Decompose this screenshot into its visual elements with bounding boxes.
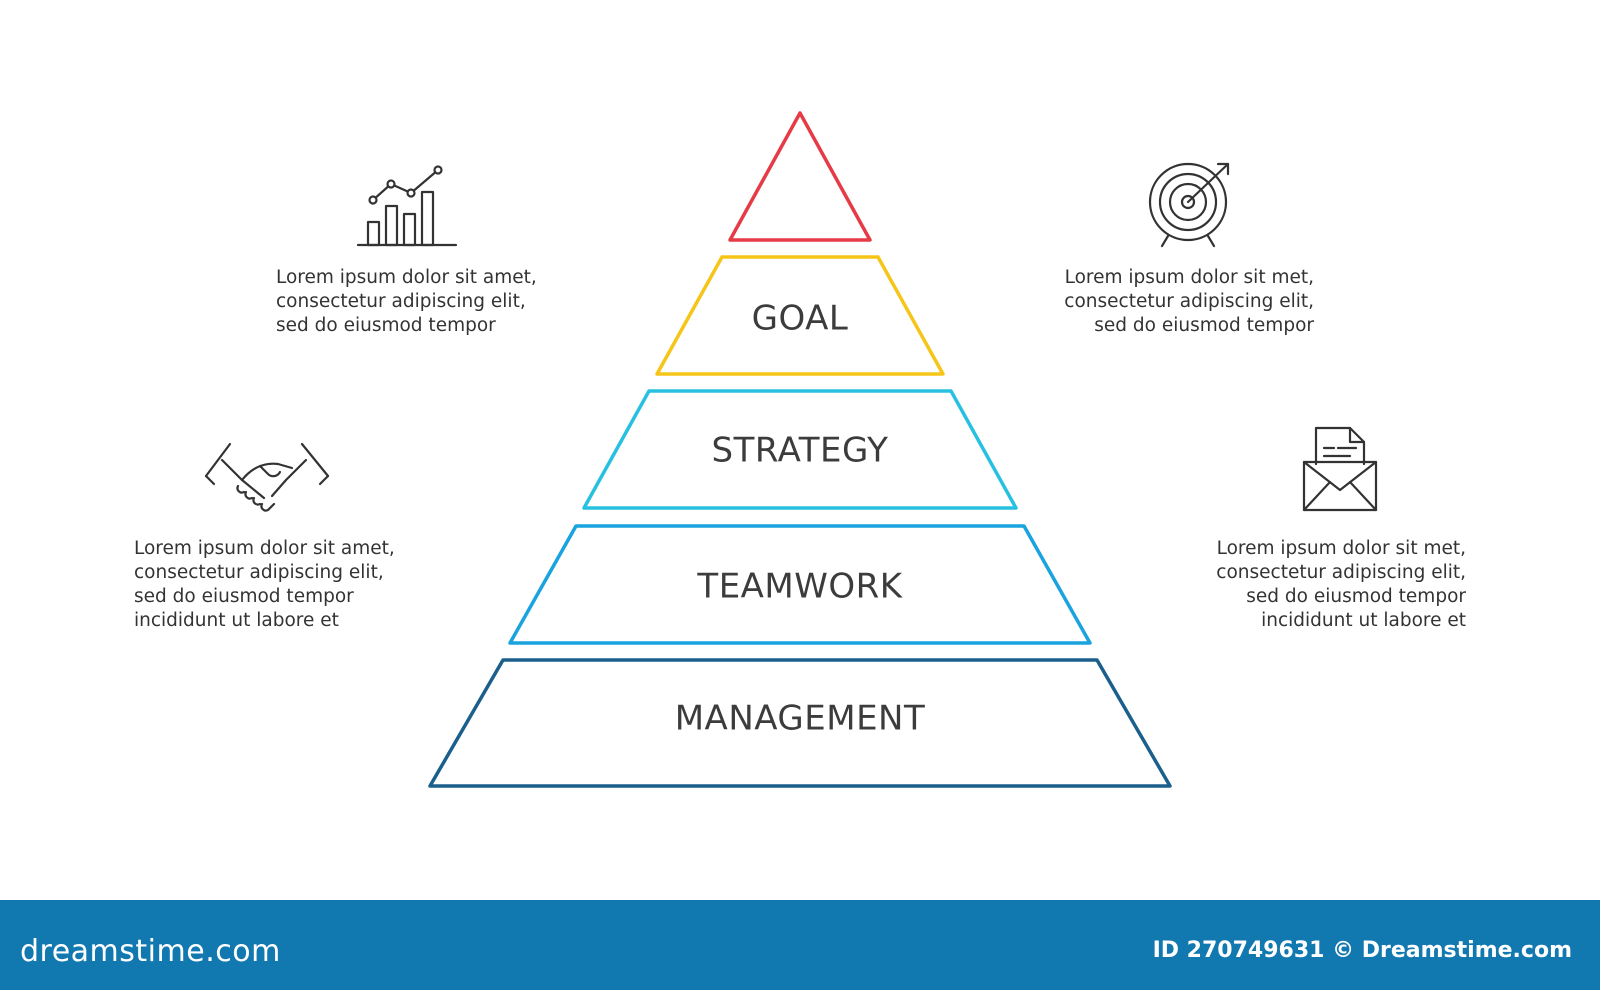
- bar-chart-icon: [356, 162, 458, 248]
- callout-line: consectetur adipiscing elit,: [1064, 291, 1314, 312]
- callout-text-top-right: Lorem ipsum dolor sit met, consectetur a…: [1014, 266, 1314, 338]
- callout-line: sed do eiusmod tempor: [134, 586, 354, 607]
- callout-line: Lorem ipsum dolor sit met,: [1064, 267, 1314, 288]
- tier-label-teamwork: TEAMWORK: [696, 567, 903, 607]
- pyramid-tier-top: [728, 111, 872, 242]
- callout-line: Lorem ipsum dolor sit met,: [1216, 538, 1466, 559]
- callout-line: incididunt ut labore et: [134, 610, 339, 631]
- callout-line: consectetur adipiscing elit,: [1216, 562, 1466, 583]
- footer-bar: dreamstime.com ID 270749631 © Dreamstime…: [0, 900, 1600, 990]
- callout-line: consectetur adipiscing elit,: [134, 562, 384, 583]
- tier-label-goal: GOAL: [752, 299, 849, 339]
- callout-line: sed do eiusmod tempor: [1094, 315, 1314, 336]
- callout-line: sed do eiusmod tempor: [1246, 586, 1466, 607]
- footer-image-id: ID 270749631 © Dreamstime.com: [1152, 938, 1572, 963]
- callout-line: sed do eiusmod tempor: [276, 315, 496, 336]
- mail-document-icon: [1302, 426, 1378, 512]
- tier-label-management: MANAGEMENT: [675, 699, 926, 739]
- pyramid-tier-management: [428, 658, 1172, 788]
- tier-label-strategy: STRATEGY: [712, 431, 889, 471]
- pyramid-tier-strategy: [582, 389, 1018, 510]
- pyramid-tier-goal: [655, 255, 945, 376]
- callout-line: consectetur adipiscing elit,: [276, 291, 526, 312]
- callout-line: Lorem ipsum dolor sit amet,: [276, 267, 537, 288]
- pyramid-tier-teamwork: [508, 524, 1092, 645]
- footer-brand[interactable]: dreamstime.com: [20, 934, 281, 969]
- callout-text-bottom-left: Lorem ipsum dolor sit amet, consectetur …: [134, 537, 434, 633]
- callout-line: incididunt ut labore et: [1261, 610, 1466, 631]
- target-icon: [1146, 160, 1238, 248]
- callout-text-bottom-right: Lorem ipsum dolor sit met, consectetur a…: [1166, 537, 1466, 633]
- callout-line: Lorem ipsum dolor sit amet,: [134, 538, 395, 559]
- callout-text-top-left: Lorem ipsum dolor sit amet, consectetur …: [276, 266, 576, 338]
- handshake-icon: [202, 440, 332, 516]
